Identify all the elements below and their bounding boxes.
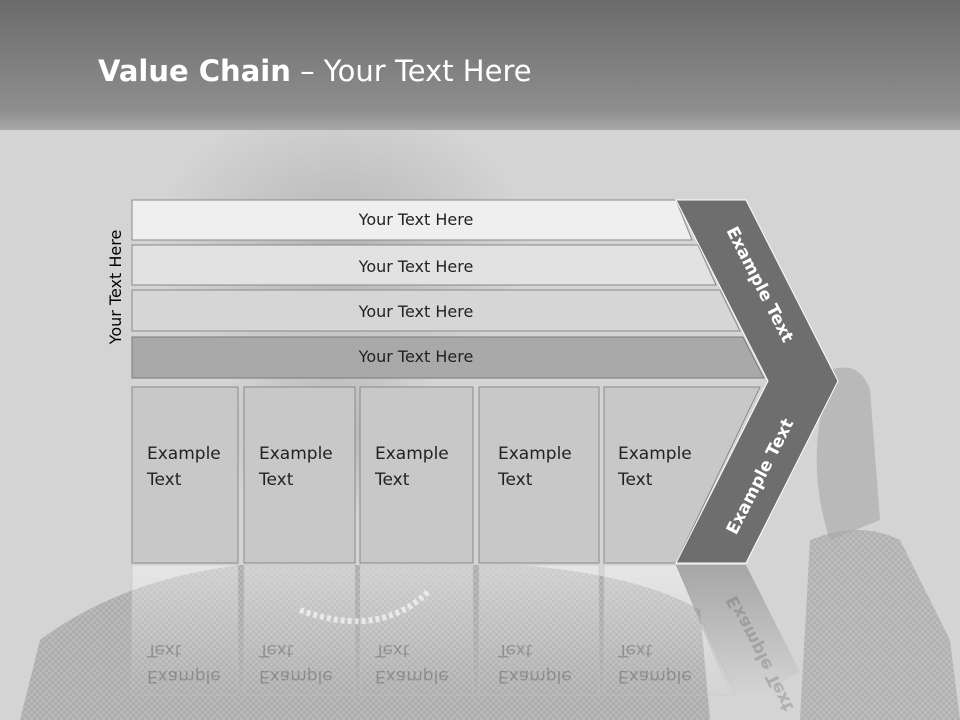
support-row-2-shape bbox=[131, 244, 717, 286]
reflection-cell-2 bbox=[243, 564, 356, 696]
reflection-cell-2-line1: Example bbox=[259, 666, 333, 686]
reflection-cell-1 bbox=[131, 564, 239, 696]
reflection-cell-4-line1: Example bbox=[498, 666, 572, 686]
title-rest: – Your Text Here bbox=[290, 54, 532, 88]
support-row-1-label: Your Text Here bbox=[358, 210, 474, 229]
support-row-2-label: Your Text Here bbox=[358, 257, 474, 276]
reflection-cell-3-line1: Example bbox=[375, 666, 449, 686]
primary-cell-4-line1: Example bbox=[498, 444, 572, 464]
primary-cell-5-line1: Example bbox=[618, 444, 692, 464]
slide-title: Value Chain – Your Text Here bbox=[98, 54, 532, 88]
support-row-4-shape bbox=[131, 336, 765, 379]
support-row-3: Your Text Here bbox=[131, 289, 741, 332]
support-row-2: Your Text Here bbox=[131, 244, 717, 286]
primary-cell-2-shape bbox=[243, 386, 356, 564]
diagram-reflection: Example Text Example Text Example Text E… bbox=[131, 564, 800, 714]
primary-cell-3: Example Text bbox=[359, 386, 474, 564]
reflection-cell-5-line2: Text bbox=[617, 640, 653, 660]
support-row-3-shape bbox=[131, 289, 741, 332]
support-row-1: Your Text Here bbox=[131, 199, 693, 241]
primary-cell-1-shape bbox=[131, 386, 239, 564]
primary-cell-3-line2: Text bbox=[374, 470, 410, 490]
primary-cell-3-shape bbox=[359, 386, 474, 564]
support-row-1-shape bbox=[131, 199, 693, 241]
margin-chevron-shape bbox=[675, 199, 839, 564]
reflection-cell-4 bbox=[478, 564, 600, 696]
support-row-4-label: Your Text Here bbox=[358, 347, 474, 366]
reflection-cell-3 bbox=[359, 564, 474, 696]
primary-cell-5-line2: Text bbox=[617, 470, 653, 490]
primary-cell-2-line2: Text bbox=[258, 470, 294, 490]
primary-cell-2-line1: Example bbox=[259, 444, 333, 464]
primary-cell-1-line1: Example bbox=[147, 444, 221, 464]
primary-cell-4: Example Text bbox=[478, 386, 600, 564]
primary-cell-1: Example Text bbox=[131, 386, 239, 564]
primary-cell-5: Example Text bbox=[603, 386, 761, 564]
reflection-cell-1-line1: Example bbox=[147, 666, 221, 686]
reflection-cell-1-line2: Text bbox=[146, 640, 182, 660]
primary-cell-3-line1: Example bbox=[375, 444, 449, 464]
reflection-chevron bbox=[676, 565, 800, 695]
support-row-3-label: Your Text Here bbox=[358, 302, 474, 321]
primary-cell-4-shape bbox=[478, 386, 600, 564]
primary-cell-4-line2: Text bbox=[497, 470, 533, 490]
title-bold: Value Chain bbox=[98, 54, 291, 88]
reflection-cell-2-line2: Text bbox=[258, 640, 294, 660]
primary-cell-1-line2: Text bbox=[146, 470, 182, 490]
header-band bbox=[0, 0, 960, 130]
reflection-cell-4-line2: Text bbox=[497, 640, 533, 660]
primary-cell-2: Example Text bbox=[243, 386, 356, 564]
reflection-cell-3-line2: Text bbox=[374, 640, 410, 660]
reflection-cell-5-line1: Example bbox=[618, 666, 692, 686]
support-row-4: Your Text Here bbox=[131, 336, 765, 379]
